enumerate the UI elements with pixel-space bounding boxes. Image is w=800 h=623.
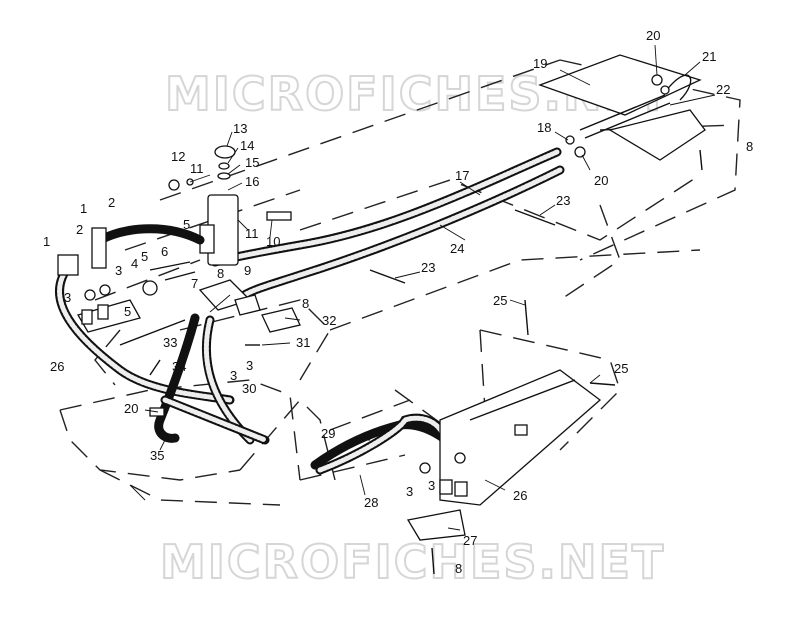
callout-11: 11 xyxy=(190,161,204,176)
callout-22: 22 xyxy=(716,82,730,97)
rear-nozzle-assembly xyxy=(538,54,706,171)
callout-3: 3 xyxy=(115,263,122,278)
callout-14: 14 xyxy=(240,138,254,153)
callout-15: 15 xyxy=(245,155,259,170)
callout-2: 2 xyxy=(108,195,115,210)
callout-29: 29 xyxy=(321,426,335,441)
callout-8: 8 xyxy=(302,296,309,311)
callout-3: 3 xyxy=(406,484,413,499)
callout-25: 25 xyxy=(614,361,628,376)
callout-13: 13 xyxy=(233,121,247,136)
callout-26: 26 xyxy=(50,359,64,374)
callout-20: 20 xyxy=(124,401,138,416)
callout-33: 33 xyxy=(163,335,177,350)
bracket-26-left xyxy=(77,299,141,333)
callout-16: 16 xyxy=(245,174,259,189)
callout-3: 3 xyxy=(428,478,435,493)
callout-34: 34 xyxy=(172,359,186,374)
callout-5: 5 xyxy=(124,304,131,319)
callout-1: 1 xyxy=(43,234,50,249)
callout-3: 3 xyxy=(64,290,71,305)
callout-10: 10 xyxy=(266,234,280,249)
callout-27: 27 xyxy=(463,533,477,548)
reservoir-assembly xyxy=(119,145,301,346)
callout-17: 17 xyxy=(455,168,469,183)
callout-35: 35 xyxy=(150,448,164,463)
callout-18: 18 xyxy=(537,120,551,135)
watermark-bottom: MICROFICHES.NET xyxy=(160,535,665,589)
callout-11: 11 xyxy=(245,226,259,241)
callout-1: 1 xyxy=(80,201,87,216)
callout-5: 5 xyxy=(141,249,148,264)
callout-9: 9 xyxy=(244,263,251,278)
bracket-22 xyxy=(608,109,706,161)
callout-30: 30 xyxy=(242,381,256,396)
callout-26: 26 xyxy=(513,488,527,503)
left-hoses xyxy=(55,224,270,445)
callout-23: 23 xyxy=(421,260,435,275)
callout-5: 5 xyxy=(183,217,190,232)
callout-2: 2 xyxy=(76,222,83,237)
callout-19: 19 xyxy=(533,56,547,71)
callout-24: 24 xyxy=(450,241,464,256)
callout-20: 20 xyxy=(594,173,608,188)
callout-20: 20 xyxy=(646,28,660,43)
callout-8: 8 xyxy=(217,266,224,281)
callout-3: 3 xyxy=(230,368,237,383)
callout-31: 31 xyxy=(296,335,310,350)
callout-8: 8 xyxy=(455,561,462,576)
callout-21: 21 xyxy=(702,49,716,64)
callout-6: 6 xyxy=(161,244,168,259)
right-hose-assembly xyxy=(310,299,616,575)
callout-25: 25 xyxy=(493,293,507,308)
callout-32: 32 xyxy=(322,313,336,328)
panel-19 xyxy=(538,54,702,116)
callout-4: 4 xyxy=(131,256,138,271)
leader-lines xyxy=(129,44,716,531)
plate-27 xyxy=(406,509,466,541)
hoses-17-24 xyxy=(210,147,565,303)
callout-7: 7 xyxy=(191,276,198,291)
callout-28: 28 xyxy=(364,495,378,510)
callout-labels: 1 1 2 2 3 3 3 3 3 3 4 5 5 5 6 7 8 8 8 8 … xyxy=(43,28,753,576)
callout-3: 3 xyxy=(246,358,253,373)
callout-12: 12 xyxy=(171,149,185,164)
callout-8: 8 xyxy=(746,139,753,154)
clips-23 xyxy=(369,209,556,284)
callout-23: 23 xyxy=(556,193,570,208)
